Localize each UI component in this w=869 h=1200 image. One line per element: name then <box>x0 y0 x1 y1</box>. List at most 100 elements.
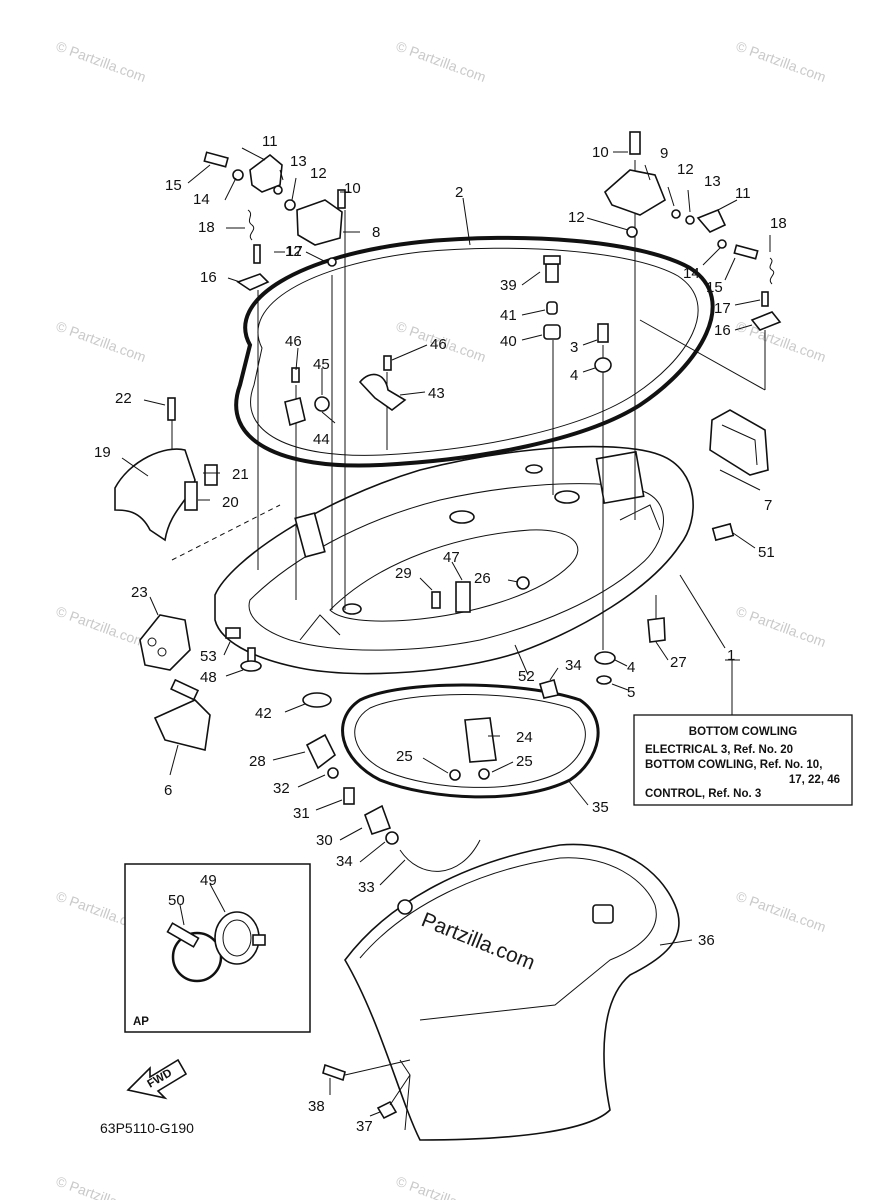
callout-9: 9 <box>660 145 668 162</box>
callout-6: 6 <box>164 782 172 799</box>
callout-28: 28 <box>249 753 266 770</box>
callout-13: 13 <box>704 173 721 190</box>
left-latch-assembly <box>203 151 346 291</box>
callout-2: 2 <box>455 184 463 201</box>
lower-cowling-36 <box>322 843 680 1141</box>
callout-15: 15 <box>706 279 723 296</box>
callout-5: 5 <box>627 684 635 701</box>
callout-38: 38 <box>308 1098 325 1115</box>
callout-7: 7 <box>764 497 772 514</box>
right-latch-assembly <box>603 131 782 331</box>
callout-40: 40 <box>500 333 517 350</box>
watermark: © Partzilla.com <box>734 888 828 935</box>
callout-10: 10 <box>344 180 361 197</box>
note-line-2: ELECTRICAL 3, Ref. No. 20 <box>645 744 793 756</box>
watermark: © Partzilla.com <box>54 1173 148 1200</box>
callouts: 2 3 4 4 5 6 7 8 9 10 10 11 11 12 12 12 1… <box>94 133 787 1135</box>
note-line-1: BOTTOM COWLING <box>689 726 797 738</box>
center-hardware <box>114 255 612 542</box>
watermark: © Partzilla.com <box>734 603 828 650</box>
callout-12: 12 <box>568 209 585 226</box>
callout-50: 50 <box>168 892 185 909</box>
callout-42: 42 <box>255 705 272 722</box>
callout-12: 12 <box>285 243 302 260</box>
callout-24: 24 <box>516 729 533 746</box>
watermark: © Partzilla.com <box>734 318 828 365</box>
callout-11: 11 <box>735 185 751 202</box>
callout-33: 33 <box>358 879 375 896</box>
lower-seal <box>305 576 666 872</box>
callout-35: 35 <box>592 799 609 816</box>
label-51 <box>711 522 735 542</box>
callout-44: 44 <box>313 431 330 448</box>
callout-8: 8 <box>372 224 380 241</box>
callout-23: 23 <box>131 584 148 601</box>
callout-30: 30 <box>316 832 333 849</box>
drawing-code: 63P5110-G190 <box>100 1120 194 1136</box>
callout-29: 29 <box>395 565 412 582</box>
bottom-cowling-body <box>214 445 694 675</box>
callout-41: 41 <box>500 307 517 324</box>
inset-label: AP <box>133 1016 149 1028</box>
note-line-4: 17, 22, 46 <box>789 774 840 786</box>
callout-51: 51 <box>758 544 775 561</box>
callout-53: 53 <box>200 648 217 665</box>
callout-19: 19 <box>94 444 111 461</box>
watermark: © Partzilla.com <box>394 38 488 85</box>
callout-22: 22 <box>115 390 132 407</box>
callout-16: 16 <box>714 322 731 339</box>
callout-12: 12 <box>677 161 694 178</box>
callout-14: 14 <box>193 191 210 208</box>
callout-18: 18 <box>770 215 787 232</box>
callout-39: 39 <box>500 277 517 294</box>
note-box: BOTTOM COWLING ELECTRICAL 3, Ref. No. 20… <box>633 574 853 806</box>
callout-37: 37 <box>356 1118 373 1135</box>
note-line-3: BOTTOM COWLING, Ref. No. 10, <box>645 759 822 771</box>
lower-left-parts <box>139 614 332 751</box>
assembly-lines <box>171 160 766 650</box>
callout-10: 10 <box>592 144 609 161</box>
callout-3: 3 <box>570 339 578 356</box>
callout-48: 48 <box>200 669 217 686</box>
callout-15: 15 <box>165 177 182 194</box>
top-seal-ring <box>234 235 715 468</box>
callout-36: 36 <box>698 932 715 949</box>
callout-4: 4 <box>570 367 578 384</box>
callout-21: 21 <box>232 466 249 483</box>
callout-47: 47 <box>443 549 460 566</box>
callout-11: 11 <box>262 133 278 150</box>
callout-45: 45 <box>313 356 330 373</box>
callout-43: 43 <box>428 385 445 402</box>
watermark: © Partzilla.com <box>734 38 828 85</box>
callout-18: 18 <box>198 219 215 236</box>
watermark: © Partzilla.com <box>54 603 148 650</box>
callout-4: 4 <box>627 659 635 676</box>
callout-12: 12 <box>310 165 327 182</box>
callout-16: 16 <box>200 269 217 286</box>
callout-46: 46 <box>285 333 302 350</box>
callout-34: 34 <box>336 853 353 870</box>
callout-1: 1 <box>727 647 735 664</box>
callout-25: 25 <box>516 753 533 770</box>
callout-20: 20 <box>222 494 239 511</box>
inset-box-ap: AP <box>124 863 311 1033</box>
callout-46: 46 <box>430 336 447 353</box>
callout-14: 14 <box>683 265 700 282</box>
note-line-5: CONTROL, Ref. No. 3 <box>645 788 761 800</box>
callout-13: 13 <box>290 153 307 170</box>
callout-32: 32 <box>273 780 290 797</box>
callout-26: 26 <box>474 570 491 587</box>
watermark: © Partzilla.com <box>54 318 148 365</box>
callout-31: 31 <box>293 805 310 822</box>
leader-lines <box>121 147 771 1117</box>
callout-27: 27 <box>670 654 687 671</box>
callout-49: 49 <box>200 872 217 889</box>
watermark: © Partzilla.com <box>54 38 148 85</box>
callout-25: 25 <box>396 748 413 765</box>
fwd-arrow: FWD <box>126 1058 188 1100</box>
callout-34: 34 <box>565 657 582 674</box>
callout-17: 17 <box>286 243 303 260</box>
watermark: © Partzilla.com <box>394 1173 488 1200</box>
callout-17: 17 <box>714 300 731 317</box>
